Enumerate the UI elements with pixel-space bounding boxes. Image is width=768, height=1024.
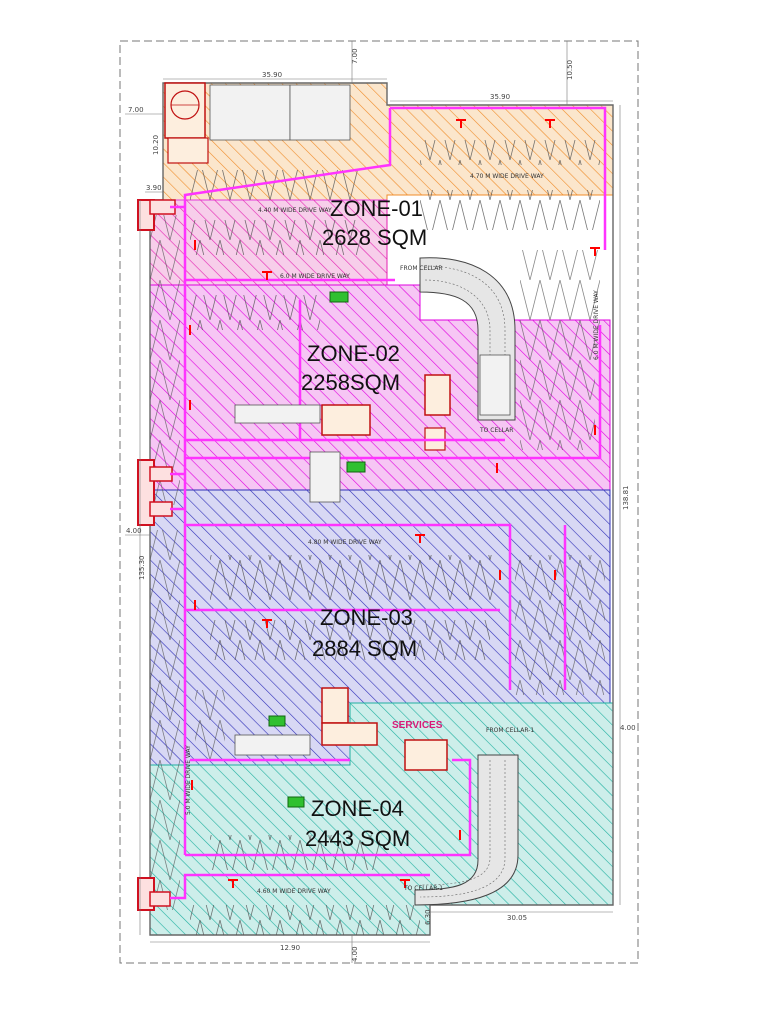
driveway-label-2: 4.40 M WIDE DRIVE WAY bbox=[258, 207, 332, 214]
zone-03-name: ZONE-03 bbox=[320, 605, 413, 630]
dimension-lines bbox=[125, 41, 621, 963]
dim-right-total: 138.81 bbox=[622, 486, 630, 511]
stair-core-center bbox=[321, 374, 451, 451]
ramp-bottom bbox=[414, 754, 519, 906]
dim-left-total: 135.30 bbox=[138, 556, 146, 581]
driveway-label-4: 4.80 M WIDE DRIVE WAY bbox=[308, 539, 382, 546]
service-rooms bbox=[209, 84, 511, 756]
dim-top-width: 35.90 bbox=[262, 71, 282, 79]
stair-core-top-left bbox=[164, 82, 209, 164]
dim-side-b: 4.00 bbox=[126, 527, 142, 535]
fire-markers bbox=[189, 119, 600, 888]
driveway-label-7: 6.0 M WIDE DRIVE WAY bbox=[593, 290, 600, 360]
parking-bays bbox=[150, 140, 605, 935]
driveway-label-6: 5.0 M WIDE DRIVE WAY bbox=[185, 745, 192, 815]
dim-bottom-gap: 6.30 bbox=[424, 909, 432, 925]
zone-01-name: ZONE-01 bbox=[330, 196, 423, 221]
dim-top-offset-2: 10.50 bbox=[566, 60, 574, 80]
dim-top-right: 35.90 bbox=[490, 93, 510, 101]
zone-04-name: ZONE-04 bbox=[311, 796, 404, 821]
driveway-label-3: 6.0 M WIDE DRIVE WAY bbox=[280, 273, 350, 280]
left-riser-boxes bbox=[137, 199, 176, 911]
dim-top-offset-1: 7.00 bbox=[351, 48, 359, 64]
zone-02-name: ZONE-02 bbox=[307, 341, 400, 366]
green-panels bbox=[268, 291, 366, 808]
from-cellar-bottom: FROM CELLAR-1 bbox=[486, 727, 534, 734]
dim-bottom-right: 30.05 bbox=[507, 914, 527, 922]
driveway-label-5: 4.60 M WIDE DRIVE WAY bbox=[257, 888, 331, 895]
zone-03-area-label: 2884 SQM bbox=[312, 636, 417, 661]
stair-core-lower bbox=[321, 687, 448, 771]
to-cellar-mid: TO CELLAR bbox=[479, 427, 513, 434]
dim-side-a: 3.90 bbox=[146, 184, 162, 192]
services-label: SERVICES bbox=[392, 720, 443, 731]
dim-bottom-offset: 4.00 bbox=[351, 946, 359, 962]
dim-side-c: 4.00 bbox=[620, 724, 636, 732]
to-cellar-bottom: TO CELLAR-1 bbox=[403, 885, 443, 892]
drawing-boundary bbox=[119, 40, 639, 964]
zone-01-area-label: 2628 SQM bbox=[322, 225, 427, 250]
dim-bottom-left: 12.90 bbox=[280, 944, 300, 952]
zone-04-area-label: 2443 SQM bbox=[305, 826, 410, 851]
from-cellar-top: FROM CELLAR bbox=[400, 265, 443, 272]
driveway-label-1: 4.70 M WIDE DRIVE WAY bbox=[470, 173, 544, 180]
dim-left-offset: 7.00 bbox=[128, 106, 144, 114]
dim-small-1: 10.20 bbox=[152, 135, 160, 155]
zone-02-area-label: 2258SQM bbox=[301, 370, 400, 395]
